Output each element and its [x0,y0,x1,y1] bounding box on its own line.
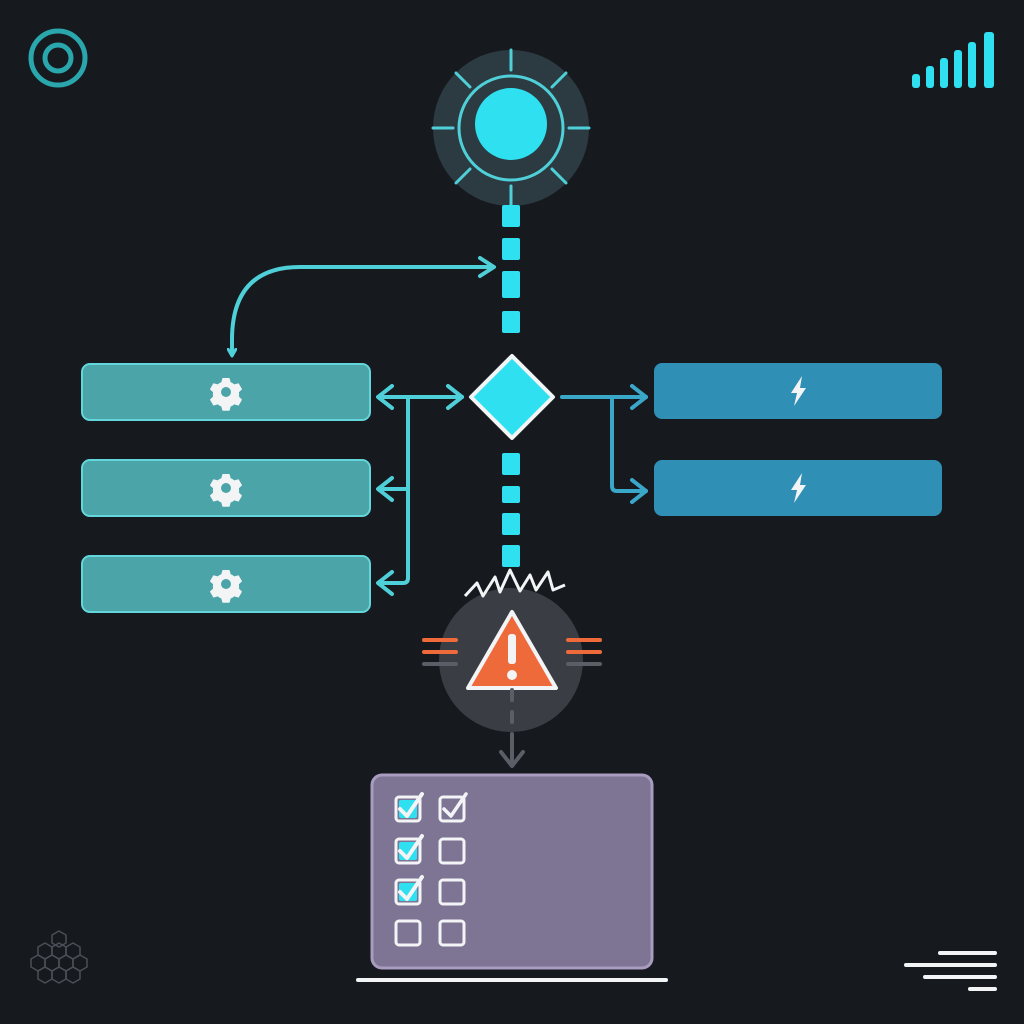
hub-to-decision-connector [502,205,520,333]
checklist-panel [356,773,668,982]
feedback-loop-arrow [232,265,494,356]
empty-box-icon [438,837,466,865]
alert-signal-lines-left [422,638,458,666]
target-ring-icon [28,28,88,88]
checklist-row-2 [394,834,466,865]
checklist-row-1 [394,792,468,823]
worker-box-2 [81,459,371,517]
checked-box-icon [438,792,468,823]
checked-box-icon [394,875,424,906]
handler-box-2 [654,460,942,516]
checklist-rows [394,792,468,947]
worker-group [81,363,371,613]
feedback-loop-arrowhead [478,256,496,278]
text-lines-icon [904,951,997,991]
checked-box-icon [394,834,424,865]
alert-signal-lines-right [566,638,602,666]
worker-box-1 [81,363,371,421]
decision-to-handlers-connector [560,384,648,504]
crack-burst-icon [463,568,566,598]
worker-box-3 [81,555,371,613]
decision-diamond-icon [469,354,555,440]
empty-box-icon [438,878,466,906]
checklist-row-3 [394,875,466,906]
decision-to-workers-connector [376,384,464,596]
empty-box-icon [438,919,466,947]
handler-box-1 [654,363,942,419]
alert-to-checklist-connector [499,688,525,768]
signal-bars-icon [912,32,994,88]
sun-hub-icon [431,48,591,208]
hexagon-grid-icon [30,930,88,984]
decision-to-alert-connector [502,453,520,567]
empty-box-icon [394,919,422,947]
handler-group [654,363,942,516]
warning-alert-node [422,568,602,732]
checked-box-icon [394,792,424,823]
checklist-row-4 [394,919,466,947]
